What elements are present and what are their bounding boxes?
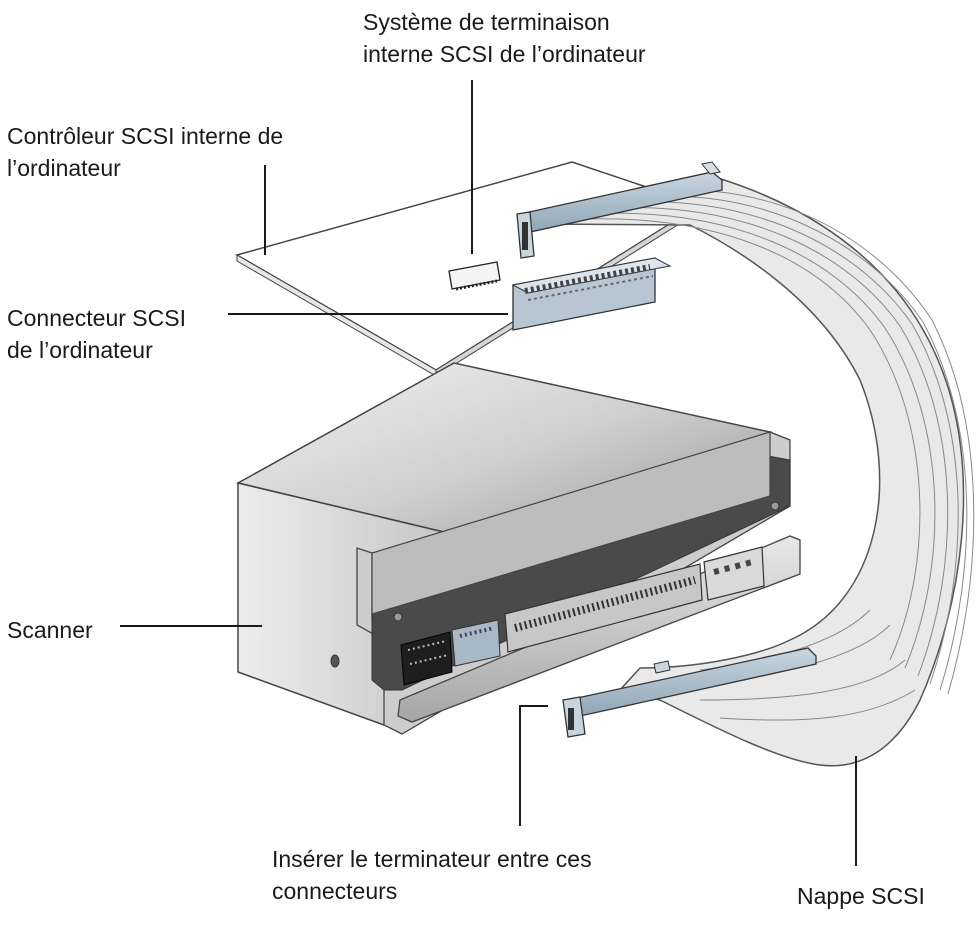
label-scanner-line1: Scanner <box>7 617 93 643</box>
label-termination-line2: interne SCSI de l’ordinateur <box>363 41 646 67</box>
label-insert: Insérer le terminateur entre ces connect… <box>272 843 592 907</box>
leader-lines <box>120 80 857 866</box>
label-connector: Connecteur SCSI de l’ordinateur <box>7 302 186 366</box>
label-controller-line1: Contrôleur SCSI interne de <box>7 123 284 149</box>
board-scsi-connector <box>511 257 672 331</box>
label-insert-line2: connecteurs <box>272 878 398 904</box>
label-termination: Système de terminaison interne SCSI de l… <box>363 6 646 70</box>
termination-chip <box>448 261 501 291</box>
label-controller-line2: l’ordinateur <box>7 155 121 181</box>
leader-insert <box>519 705 548 826</box>
label-controller: Contrôleur SCSI interne de l’ordinateur <box>7 120 283 184</box>
label-termination-line1: Système de terminaison <box>363 9 610 35</box>
label-cable: Nappe SCSI <box>797 880 925 912</box>
label-connector-line1: Connecteur SCSI <box>7 305 186 331</box>
label-cable-line1: Nappe SCSI <box>797 883 925 909</box>
label-scanner: Scanner <box>7 614 93 646</box>
cable-top-connector <box>516 161 723 259</box>
scanner-rear-connectors <box>400 546 765 686</box>
label-insert-line1: Insérer le terminateur entre ces <box>272 846 592 872</box>
cable-lower-connector <box>562 647 817 738</box>
label-connector-line2: de l’ordinateur <box>7 337 153 363</box>
